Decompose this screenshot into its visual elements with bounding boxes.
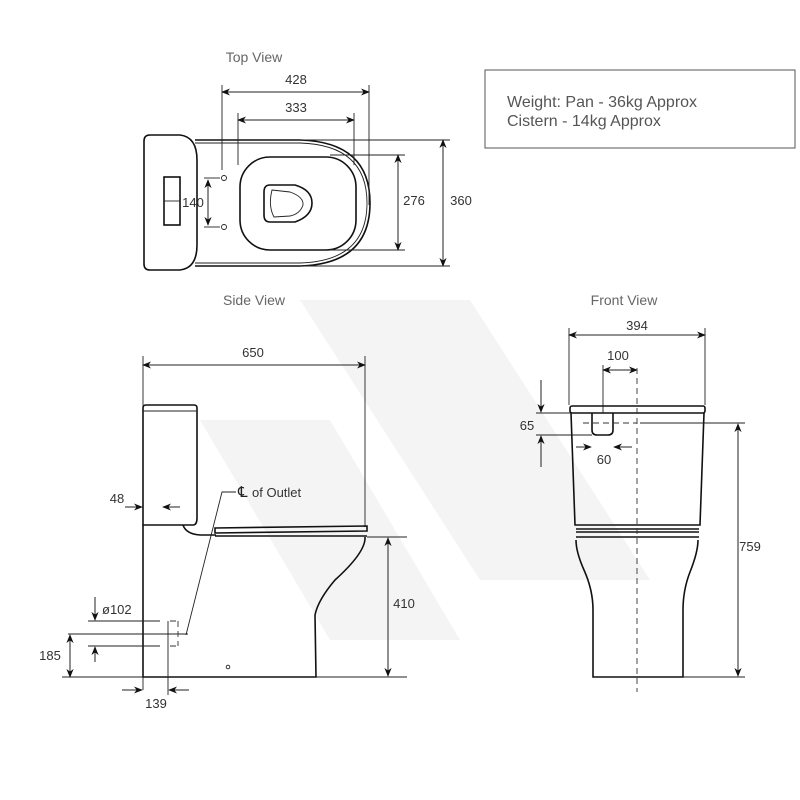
cistern-weight: Cistern - 14kg Approx <box>507 113 661 130</box>
cistern-lid <box>569 405 706 414</box>
dim-seat-length: 333 <box>285 100 307 115</box>
dim-outlet-height: 185 <box>39 648 61 663</box>
hinge-hole <box>221 224 227 230</box>
dim-seat-width: 276 <box>403 193 425 208</box>
side-view-title: Side View <box>223 292 286 308</box>
dim-overall-depth: 650 <box>242 345 264 360</box>
dim-cistern-offset: 48 <box>110 491 124 506</box>
top-view-title: Top View <box>226 49 283 65</box>
seat-outline <box>239 156 357 251</box>
dim-overall-length: 428 <box>285 72 307 87</box>
pan-front-outline <box>575 539 699 678</box>
flush-button-notch <box>591 413 614 436</box>
pan-side-outline <box>142 525 366 678</box>
cistern-top-outline <box>143 134 198 271</box>
dim-button-width: 60 <box>597 452 611 467</box>
hinge-hole <box>221 175 227 181</box>
dim-seat-height: 410 <box>393 596 415 611</box>
watermark-logo <box>200 300 650 640</box>
weight-info-box: Weight: Pan - 36kg Approx Cistern - 14kg… <box>484 69 796 149</box>
top-view: Top View 140 428 333 276 360 <box>143 49 472 271</box>
dim-button-offset: 100 <box>607 348 629 363</box>
dim-front-width: 394 <box>626 318 648 333</box>
front-view-title: Front View <box>591 292 659 308</box>
outlet-label: of Outlet <box>252 485 302 500</box>
dim-outlet-setback: 139 <box>145 696 167 711</box>
dim-button-depth: 65 <box>520 418 534 433</box>
dim-outlet-diameter: ø102 <box>102 602 132 617</box>
cistern-front-outline <box>570 412 705 526</box>
side-view: Side View 650 48 ℄ of Outlet ø102 <box>39 292 415 711</box>
front-view: Front View 394 100 65 60 759 <box>520 292 761 692</box>
centerline-symbol: ℄ <box>237 483 248 501</box>
pan-top-outline <box>195 139 371 267</box>
dim-hinge-spacing: 140 <box>182 195 204 210</box>
dim-overall-width: 360 <box>450 193 472 208</box>
pan-weight: Weight: Pan - 36kg Approx <box>507 94 697 111</box>
seat-side-outline <box>214 525 368 534</box>
dim-overall-height: 759 <box>739 539 761 554</box>
cistern-side-outline <box>142 404 198 526</box>
